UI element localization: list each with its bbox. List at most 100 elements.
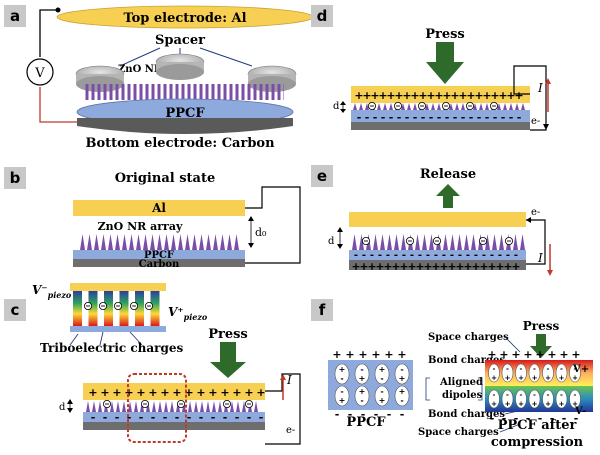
plus-charge: + — [88, 386, 97, 399]
minus-charge: - — [387, 408, 392, 421]
space-charges-top: ++++++++ — [487, 348, 580, 361]
plus-charge: + — [378, 89, 387, 102]
piezo-nanorod — [104, 291, 113, 326]
current-arrow — [545, 78, 551, 84]
minus-charge: - — [354, 250, 358, 261]
aligned-dipole — [515, 363, 527, 383]
minus-charge: - — [199, 411, 204, 424]
aligned-dipole — [488, 363, 500, 383]
aligned-dipole — [542, 389, 554, 409]
plus-charge: + — [523, 348, 532, 361]
nanorod — [429, 234, 434, 250]
positive-charges: +++++++++++++++++++++ — [354, 89, 523, 102]
aligned-dipole — [515, 389, 527, 409]
piezo-nanorod — [119, 291, 129, 326]
panel-letter: f — [319, 301, 326, 319]
minus-charge: - — [370, 250, 374, 261]
nanorod — [425, 103, 429, 110]
v-minus-label: V- — [574, 406, 586, 417]
nanorod — [353, 103, 357, 110]
minus-charge: - — [357, 111, 362, 124]
minus-charge: - — [389, 111, 394, 124]
plus-charge: + — [499, 348, 508, 361]
plus-charge: + — [455, 260, 464, 273]
nanorod — [443, 234, 448, 250]
nanorod — [485, 103, 489, 110]
plus-charge: + — [458, 89, 467, 102]
svg-text:-: - — [360, 396, 363, 405]
release-arrow — [436, 184, 460, 208]
nanorod — [473, 103, 477, 110]
plus-charge: + — [474, 89, 483, 102]
al-electrode — [351, 86, 530, 103]
press-label: Press — [523, 319, 560, 333]
minus-charge: - — [498, 250, 502, 261]
minus-charge: - — [413, 111, 418, 124]
ppcf-layer — [351, 110, 530, 122]
plus-charge: + — [535, 348, 544, 361]
nanorod — [129, 234, 134, 250]
zno-nr-label: ZnO NR — [118, 64, 163, 75]
nanorod — [234, 234, 239, 250]
aligned-dipole — [569, 363, 581, 383]
plus-charge: + — [100, 386, 109, 399]
panel-f: f ++++++ ------ +--+-++-+--+-++- PPCF Sp… — [311, 299, 593, 450]
plus-charge: + — [367, 260, 376, 273]
plus-charge: + — [345, 348, 354, 361]
nanorod — [86, 401, 90, 412]
svg-text:-: - — [574, 365, 577, 373]
svg-text:+: + — [339, 396, 346, 405]
electron-label: e- — [531, 207, 540, 218]
nanorod — [455, 103, 459, 110]
minus-charge: - — [405, 111, 410, 124]
nanorod — [401, 234, 406, 250]
plus-charge: + — [463, 260, 472, 273]
panel-label-box — [311, 165, 333, 187]
svg-text:+: + — [559, 400, 565, 408]
dipole-void — [334, 363, 350, 385]
panel-letter: b — [10, 169, 21, 187]
panel-d: d Press +++++++++++++++++++++ ----------… — [311, 5, 551, 131]
circuit-wire-top — [39, 9, 58, 57]
carbon-electrode — [83, 422, 265, 430]
svg-text:-: - — [400, 365, 403, 374]
zno-nanorods — [84, 84, 284, 100]
nanorod — [380, 234, 385, 250]
negative-charges: --------------------- — [357, 111, 522, 124]
minus-charge: - — [434, 250, 438, 261]
press-arrow — [530, 334, 552, 358]
nanorod — [461, 103, 465, 110]
minus-charge: - — [365, 111, 370, 124]
panel-c: c V⁻piezo V⁺piezo Triboelectric charges … — [4, 283, 301, 445]
nanorod — [122, 401, 126, 412]
minus-charge: - — [502, 412, 507, 425]
minus-charge: - — [361, 408, 366, 421]
minus-charge: - — [477, 111, 482, 124]
minus-charge: - — [442, 250, 446, 261]
carbon-label: Carbon — [139, 259, 180, 270]
svg-text:-: - — [380, 374, 383, 383]
nanorod — [218, 401, 222, 412]
plus-charge: + — [112, 386, 121, 399]
minus-charge: - — [187, 411, 192, 424]
ppcf-label: PPCF — [144, 250, 174, 261]
aligned-dipole — [488, 389, 500, 409]
space-charges-top-label: Space charges — [428, 332, 509, 343]
spacer-label: Spacer — [155, 33, 205, 48]
panel-letter: a — [10, 7, 20, 25]
minus-charge: - — [103, 411, 108, 424]
nanorod — [206, 234, 211, 250]
minus-charge: - — [151, 411, 156, 424]
nanorod — [492, 234, 497, 250]
plus-charge: + — [418, 89, 427, 102]
nanorod — [230, 401, 234, 412]
nanorod — [92, 401, 96, 412]
nanorod — [185, 234, 190, 250]
svg-text:+: + — [491, 374, 497, 382]
panel-b: b Original state Al ZnO NR array PPCF Ca… — [4, 167, 301, 270]
minus-charge: - — [394, 250, 398, 261]
external-circuit — [526, 219, 546, 265]
circuit-wire-bottom — [39, 87, 77, 123]
minus-charge: - — [115, 411, 120, 424]
minus-charge: - — [458, 250, 462, 261]
